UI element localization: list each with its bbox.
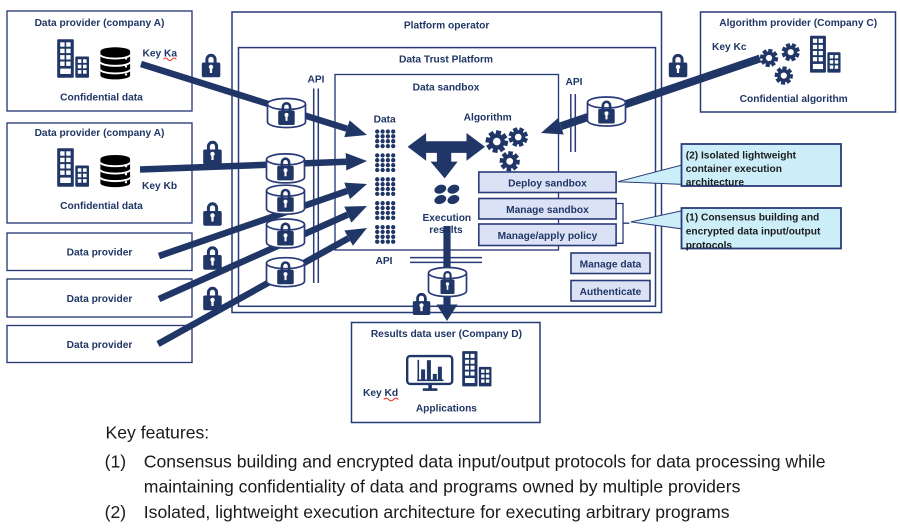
svg-text:Key Kc: Key Kc [712, 42, 747, 53]
svg-text:API: API [308, 75, 325, 86]
svg-text:Manage sandbox: Manage sandbox [506, 205, 589, 216]
svg-text:container execution: container execution [686, 164, 782, 175]
svg-text:Key features:: Key features: [106, 423, 210, 443]
svg-text:Applications: Applications [416, 404, 477, 415]
svg-text:maintaining confidentiality of: maintaining confidentiality of data and … [144, 477, 741, 497]
svg-text:Data provider: Data provider [67, 247, 133, 258]
svg-text:Algorithm provider (Company C): Algorithm provider (Company C) [719, 18, 877, 29]
svg-text:Data Trust Platform: Data Trust Platform [399, 54, 493, 65]
svg-text:Authenticate: Authenticate [580, 287, 642, 298]
svg-text:Data provider: Data provider [67, 294, 133, 305]
svg-text:API: API [566, 77, 583, 88]
svg-text:architecture: architecture [686, 178, 745, 189]
svg-text:Manage/apply policy: Manage/apply policy [498, 231, 598, 242]
svg-text:Key Kb: Key Kb [142, 181, 177, 192]
svg-text:(2) Isolated lightweight: (2) Isolated lightweight [686, 151, 797, 162]
svg-text:Execution: Execution [422, 213, 471, 224]
svg-text:Confidential data: Confidential data [60, 93, 143, 104]
svg-text:Deploy sandbox: Deploy sandbox [508, 178, 587, 189]
svg-text:(1): (1) [105, 451, 127, 471]
svg-text:Key Ka: Key Ka [143, 49, 178, 60]
svg-text:Data sandbox: Data sandbox [413, 82, 480, 93]
svg-text:(1) Consensus building and: (1) Consensus building and [686, 213, 820, 224]
svg-text:Results data user (Company D): Results data user (Company D) [371, 329, 522, 340]
svg-text:Manage data: Manage data [580, 259, 642, 270]
svg-text:Data: Data [374, 115, 396, 126]
svg-text:Data provider (company A): Data provider (company A) [35, 18, 165, 29]
svg-text:encrypted data input/output: encrypted data input/output [686, 227, 821, 238]
svg-text:Platform operator: Platform operator [404, 21, 490, 32]
svg-text:(2): (2) [105, 502, 127, 522]
svg-text:Confidential data: Confidential data [60, 201, 143, 212]
svg-text:Confidential algorithm: Confidential algorithm [740, 94, 848, 105]
svg-text:Key Kd: Key Kd [363, 388, 398, 399]
svg-text:Algorithm: Algorithm [464, 113, 512, 124]
svg-text:Consensus building and encrypt: Consensus building and encrypted data in… [144, 451, 826, 471]
svg-text:protocols: protocols [686, 241, 733, 252]
svg-text:Data provider (company A): Data provider (company A) [35, 128, 165, 139]
svg-text:API: API [376, 256, 393, 267]
svg-text:Data provider: Data provider [67, 340, 133, 351]
svg-text:results: results [429, 225, 463, 236]
svg-text:Isolated, lightweight executio: Isolated, lightweight execution architec… [144, 502, 730, 522]
